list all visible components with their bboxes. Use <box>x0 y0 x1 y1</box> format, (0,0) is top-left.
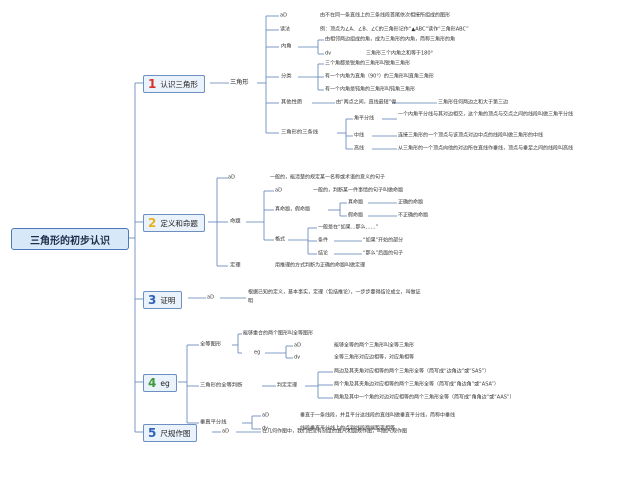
condition[interactable]: 条件 <box>318 237 329 244</box>
tag-ad: aD <box>207 294 214 301</box>
perpendicular-bisector-definition: 垂直于一条线段，并且平分这线段的直线叫做垂直平分线，简称中垂线 <box>300 412 456 419</box>
branch-4-number: 4 <box>148 376 157 390</box>
proposition[interactable]: 命题 <box>230 218 241 225</box>
classification[interactable]: 分类 <box>281 73 292 80</box>
tag-ad: aD <box>222 428 229 435</box>
perpendicular-bisector-property: 线段垂直平分线上的点到线段两端距离相等 <box>300 425 396 432</box>
branch-5-label: 尺规作图 <box>160 428 191 438</box>
branch-2[interactable]: 2 定义和命题 <box>143 214 205 232</box>
three-lines[interactable]: 三角形的三条线 <box>281 129 319 136</box>
branch-3-number: 3 <box>148 293 157 307</box>
other-properties-text: 三角形任何两边之和大于第三边 <box>438 99 509 106</box>
tag-ad: aD <box>280 12 287 19</box>
branch-4[interactable]: 4 eg <box>143 374 177 392</box>
angle-bisector[interactable]: 角平分线 <box>354 115 375 122</box>
topic-triangle[interactable]: 三角形 <box>230 79 249 86</box>
criterion-sas: 两边及其夹角对应相等的两个三角形全等（简写成“边角边”或“SAS”） <box>334 368 490 375</box>
proof-text: 根据已知的定义，基本事实，定理（包括推论），一步步要得结论成立，叫做证 <box>248 289 421 296</box>
other-properties-reason: 由“两点之间，直线最短”得 <box>336 99 397 106</box>
interior-angle[interactable]: 内角 <box>281 43 292 50</box>
triangle-definition: 由不在同一条直线上的三条线段首尾依次相接所组成的图形 <box>320 12 451 19</box>
criterion-asa: 两个角及其夹角边对应相等的两个三角形全等（简写成“角边角”或“ASA”） <box>334 381 499 388</box>
other-properties[interactable]: 其他性质 <box>281 99 303 106</box>
branch-1[interactable]: 1 认识三角形 <box>143 75 205 93</box>
branch-5[interactable]: 5 尺规作图 <box>143 424 198 442</box>
tag-dv: dv <box>262 425 269 432</box>
true-proposition-text: 正确的命题 <box>398 199 424 206</box>
tag-ad: aD <box>228 174 235 181</box>
median-line-text: 连接三角形的一个顶点与该顶点对边中点的线段叫做三角形的中线 <box>398 132 544 139</box>
reading-text: 例：顶点为∠A、∠B、∠C的三角形记作“▲ABC”读作“三角形ABC” <box>320 26 469 33</box>
branch-4-label: eg <box>160 378 170 388</box>
branch-3-label: 证明 <box>160 295 176 305</box>
tag-dv: dv <box>325 50 332 57</box>
branch-1-label: 认识三角形 <box>160 79 198 89</box>
angle-bisector-text: 一个内角平分线与其对边相交，这个角的顶点与交点之间的线段叫做三角平分线 <box>398 111 574 118</box>
tag-ad: aD <box>262 412 269 419</box>
median-line[interactable]: 中线 <box>354 132 365 139</box>
conclusion[interactable]: 结论 <box>318 250 329 257</box>
branch-5-number: 5 <box>148 426 157 440</box>
reading-label[interactable]: 读法 <box>280 26 291 33</box>
condition-text: “如果”开始的部分 <box>363 237 404 244</box>
class-right: 有一个内角为直角（90°）的三角形叫直角三角形 <box>325 73 434 80</box>
criterion-aas: 两角及其中一个角的对边对应相等的两个三角形全等（简写成“角角边”或“AAS”） <box>334 394 515 401</box>
tag-dv: dv <box>294 354 301 361</box>
congruent-figures-definition: 能够重合的两个图形叫全等图形 <box>243 330 314 337</box>
criteria-theorems[interactable]: 判定定理 <box>277 382 298 389</box>
ruler-compass-text: 在几何作图中，我们把没有刻度的直尺和圆规作图，叫做尺规作图 <box>262 428 408 435</box>
conclusion-text: “那么”后面的句子 <box>363 250 404 257</box>
interior-angle-definition: 由相邻两边组成的角，成为三角形的内角，简称三角形的角 <box>325 36 456 43</box>
tag-ad: aD <box>294 342 301 349</box>
congruent-triangles-definition: 能够全等的两个三角形叫全等三角形 <box>334 342 415 349</box>
perpendicular-bisector[interactable]: 垂直平分线 <box>200 419 227 426</box>
tag-ad: aD <box>275 187 282 194</box>
theorem-text: 用推理的方式判断为正确的命题叫做定理 <box>275 262 366 269</box>
class-obtuse: 有一个内角是钝角的三角形叫钝角三角形 <box>325 86 416 93</box>
class-acute: 三个角都是锐角的三角形叫锐角三角形 <box>325 60 411 67</box>
branch-2-number: 2 <box>148 216 157 230</box>
eg-label[interactable]: eg <box>254 349 261 356</box>
definition-text: 一般的，能清楚的规定某一名称或术语的意义的句子 <box>270 174 386 181</box>
altitude-line-text: 从三角形的一个顶点向他的对边所在直线作垂线，顶点与垂足之间的线段叫高线 <box>398 145 574 152</box>
altitude-line[interactable]: 高线 <box>354 145 365 152</box>
true-false-proposition[interactable]: 真命题，假命题 <box>275 206 311 213</box>
branch-1-number: 1 <box>148 77 157 91</box>
congruence-criteria[interactable]: 三角形的全等判断 <box>200 382 243 389</box>
branch-3[interactable]: 3 证明 <box>143 291 183 309</box>
proof-text-end: 明 <box>248 298 254 305</box>
format-text: 一般是在“如果…那么……” <box>318 224 379 231</box>
false-proposition[interactable]: 假命题 <box>348 212 364 219</box>
root-topic[interactable]: 三角形的初步认识 <box>11 228 129 250</box>
congruent-triangles-property: 全等三角形对应边相等，对应角相等 <box>334 354 415 361</box>
branch-2-label: 定义和命题 <box>160 218 198 228</box>
theorem[interactable]: 定理 <box>230 262 241 269</box>
false-proposition-text: 不正确的命题 <box>398 212 429 219</box>
format[interactable]: 格式 <box>275 236 286 243</box>
true-proposition[interactable]: 真命题 <box>348 199 364 206</box>
proposition-definition: 一般的，判断某一件事情的句子叫做命题 <box>313 187 404 194</box>
angle-sum-text: 三角形三个内角之和等于180° <box>366 50 434 57</box>
congruent-figures[interactable]: 全等图形 <box>200 341 222 348</box>
